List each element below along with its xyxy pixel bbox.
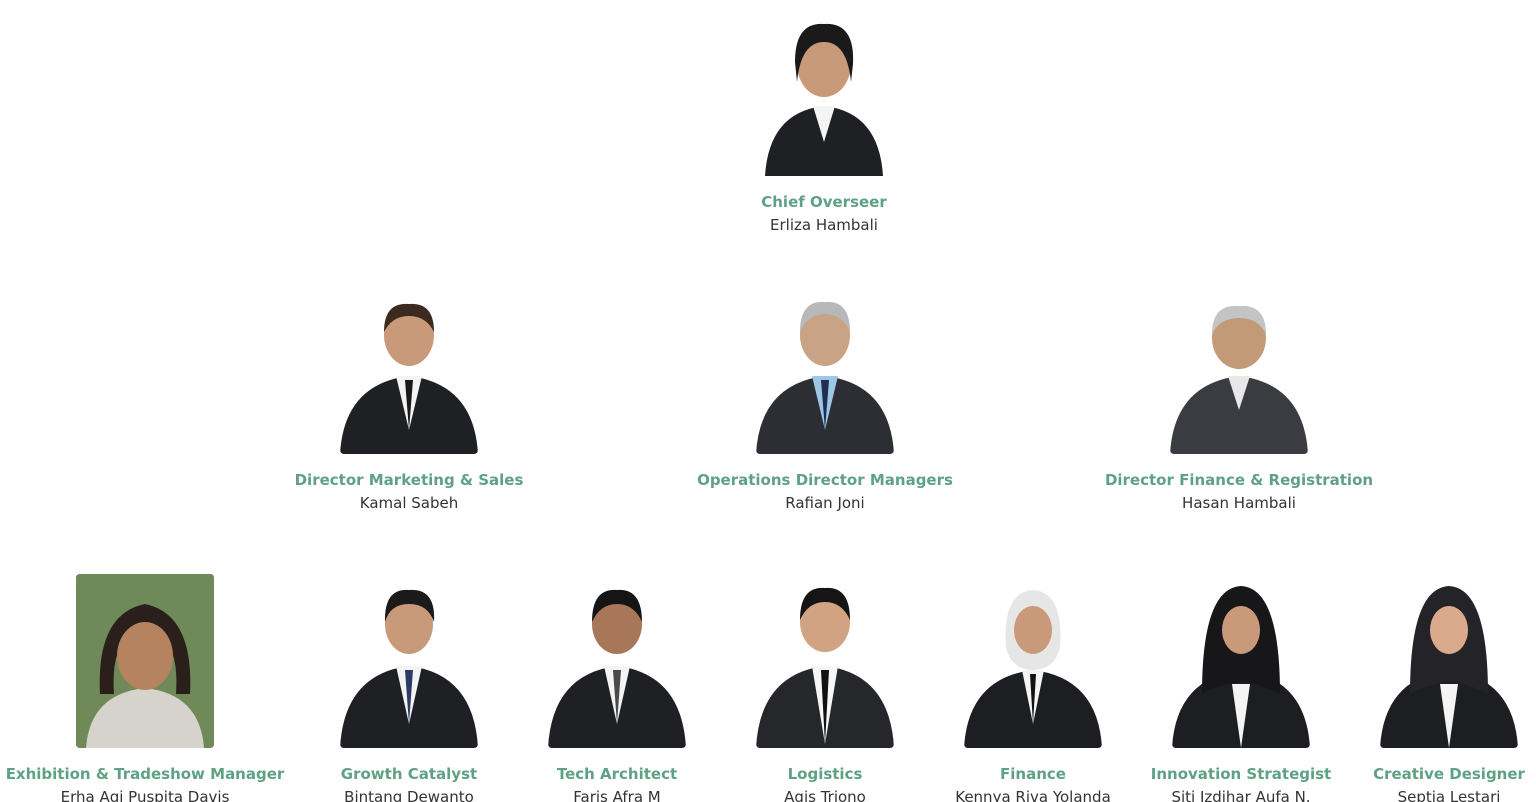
member-name: Erha Agi Puspita Davis: [60, 788, 230, 802]
member-name: Septia Lestari: [1397, 788, 1501, 802]
member-photo: [340, 574, 478, 748]
member-photo: [964, 574, 1102, 748]
member-role: Growth Catalyst: [340, 765, 478, 783]
member-card: Chief Overseer Erliza Hambali: [684, 2, 964, 235]
member-photo: [340, 280, 478, 454]
member-role: Tech Architect: [556, 765, 678, 783]
member-name: Kennya Riva Yolanda: [955, 788, 1111, 802]
member-photo: [755, 2, 893, 176]
member-name: Hasan Hambali: [1182, 494, 1296, 512]
member-role: Chief Overseer: [761, 193, 887, 211]
member-name: Agis Triono: [784, 788, 866, 802]
member-role: Creative Designer: [1373, 765, 1525, 783]
member-photo: [756, 280, 894, 454]
member-role: Innovation Strategist: [1150, 765, 1332, 783]
member-card: Operations Director Managers Rafian Joni: [685, 280, 965, 513]
member-name: Erliza Hambali: [770, 216, 878, 234]
member-role: Logistics: [787, 765, 863, 783]
member-role: Director Finance & Registration: [1104, 471, 1374, 489]
member-role: Director Marketing & Sales: [294, 471, 524, 489]
member-name: Bintang Dewanto: [344, 788, 474, 802]
member-photo: [1170, 280, 1308, 454]
member-name: Rafian Joni: [785, 494, 865, 512]
member-card: Logistics Agis Triono: [685, 574, 965, 802]
member-name: Siti Izdihar Aufa N.: [1171, 788, 1311, 802]
member-photo: [1172, 574, 1310, 748]
member-role: Operations Director Managers: [697, 471, 953, 489]
member-card: Growth Catalyst Bintang Dewanto: [269, 574, 549, 802]
member-name: Kamal Sabeh: [359, 494, 459, 512]
member-card: Director Marketing & Sales Kamal Sabeh: [269, 280, 549, 513]
member-photo: [1380, 574, 1518, 748]
member-card: Tech Architect Faris Afra M: [477, 574, 757, 802]
member-card: Creative Designer Septia Lestari: [1309, 574, 1536, 802]
member-role: Exhibition & Tradeshow Manager: [5, 765, 285, 783]
member-name: Faris Afra M: [573, 788, 661, 802]
member-card: Director Finance & Registration Hasan Ha…: [1099, 280, 1379, 513]
member-photo: [548, 574, 686, 748]
member-photo: [76, 574, 214, 748]
member-role: Finance: [1000, 765, 1066, 783]
member-card: Innovation Strategist Siti Izdihar Aufa …: [1101, 574, 1381, 802]
member-card: Finance Kennya Riva Yolanda: [893, 574, 1173, 802]
member-photo: [756, 574, 894, 748]
member-card: Exhibition & Tradeshow Manager Erha Agi …: [5, 574, 285, 802]
